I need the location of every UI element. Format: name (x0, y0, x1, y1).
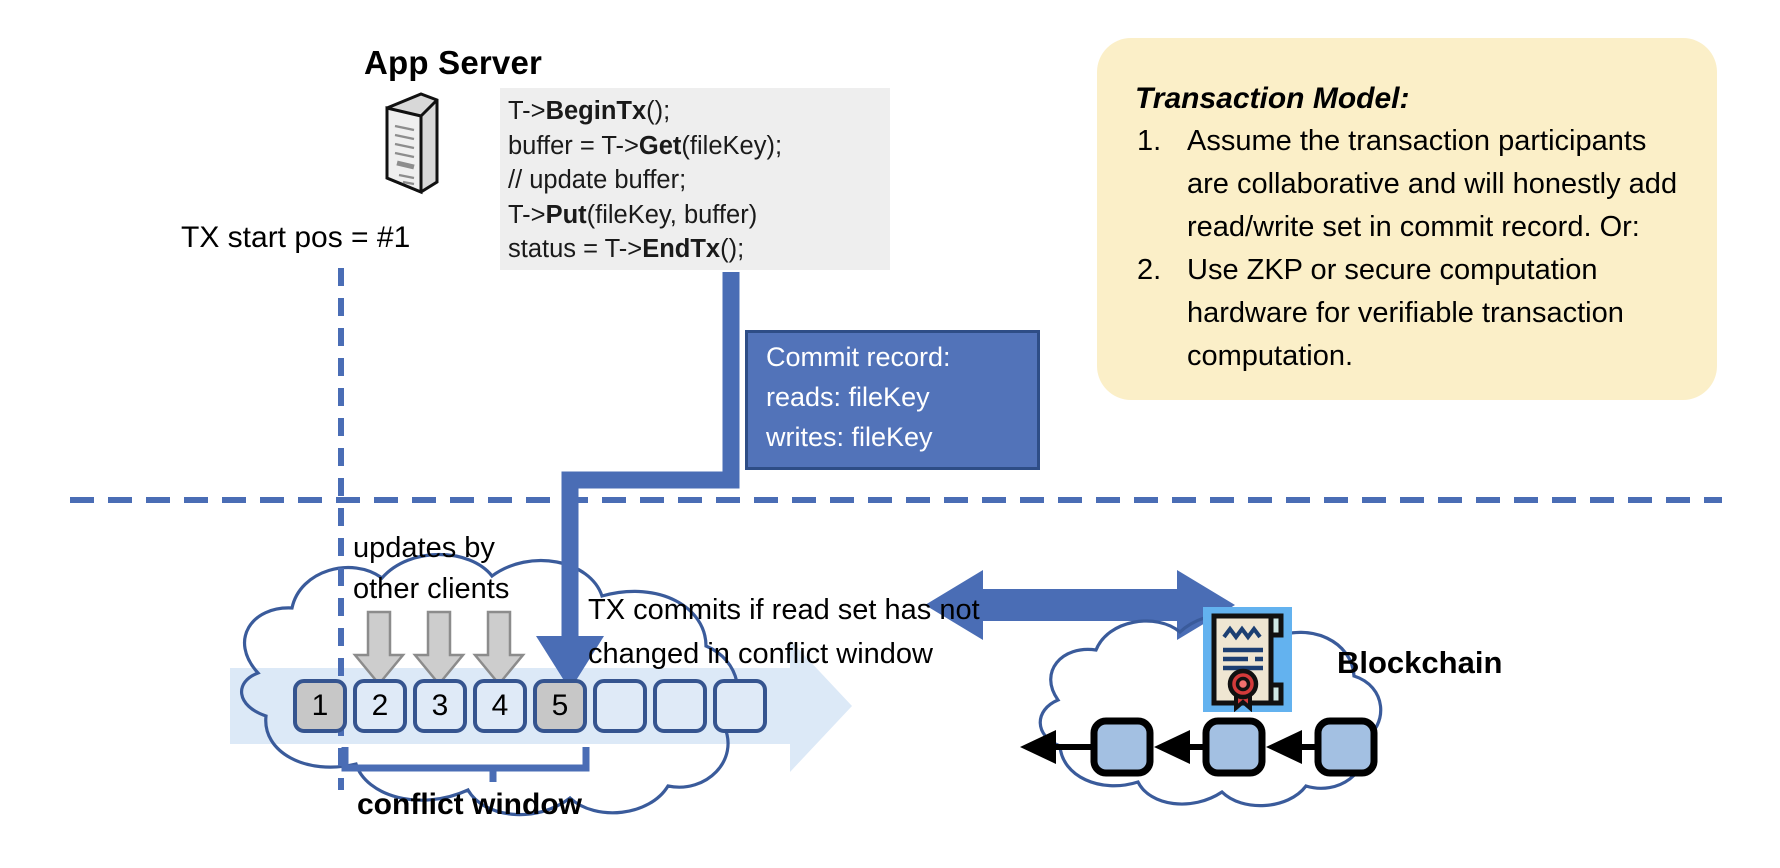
code-line-5: status = T->EndTx(); (508, 235, 745, 263)
commit-record-box: Commit record: reads: fileKey writes: fi… (745, 330, 1040, 470)
commit-record-reads: reads: fileKey (766, 382, 930, 412)
server-tower-icon (385, 92, 439, 195)
code-line-3: // update buffer; (508, 166, 687, 194)
transaction-model-list: 1. Assume the transaction participants a… (1135, 120, 1687, 378)
transaction-model-title: Transaction Model: (1135, 82, 1410, 115)
conflict-window-brace (341, 747, 590, 782)
list-item-text: Assume the transaction participants are … (1187, 125, 1678, 243)
commit-record-writes: writes: fileKey (766, 422, 933, 452)
list-item-text: Use ZKP or secure computation hardware f… (1187, 254, 1624, 372)
list-item-number: 2. (1137, 254, 1162, 286)
ledger-cell-6[interactable] (593, 679, 647, 733)
page-title: App Server (364, 44, 543, 81)
ledger-cell-2[interactable]: 2 (353, 679, 407, 733)
ledger-cell-1[interactable]: 1 (293, 679, 347, 733)
conflict-window-label: conflict window (357, 788, 582, 821)
update-arrows (352, 610, 526, 686)
commit-record-title: Commit record: (766, 342, 951, 372)
certificate-seal-icon (1203, 607, 1292, 712)
blockchain-blocks (1020, 717, 1378, 777)
list-item: 2. Use ZKP or secure computation hardwar… (1135, 249, 1687, 378)
code-line-2: buffer = T->Get(fileKey); (508, 131, 783, 160)
ledger-cell-8[interactable] (713, 679, 767, 733)
ledger-cell-4[interactable]: 4 (473, 679, 527, 733)
code-line-1: T->BeginTx(); (508, 97, 671, 125)
list-item-number: 1. (1137, 125, 1162, 157)
ledger-cell-3[interactable]: 3 (413, 679, 467, 733)
list-item: 1. Assume the transaction participants a… (1135, 120, 1687, 249)
code-line-4: T->Put(fileKey, buffer) (508, 200, 758, 229)
blockchain-label: Blockchain (1337, 645, 1503, 680)
transaction-model-panel: Transaction Model: 1. Assume the transac… (1097, 38, 1717, 400)
tx-start-pos-label: TX start pos = #1 (181, 221, 411, 254)
ledger-cell-5[interactable]: 5 (533, 679, 587, 733)
code-snippet-block: T->BeginTx(); buffer = T->Get(fileKey); … (500, 88, 890, 270)
ledger-cell-7[interactable] (653, 679, 707, 733)
